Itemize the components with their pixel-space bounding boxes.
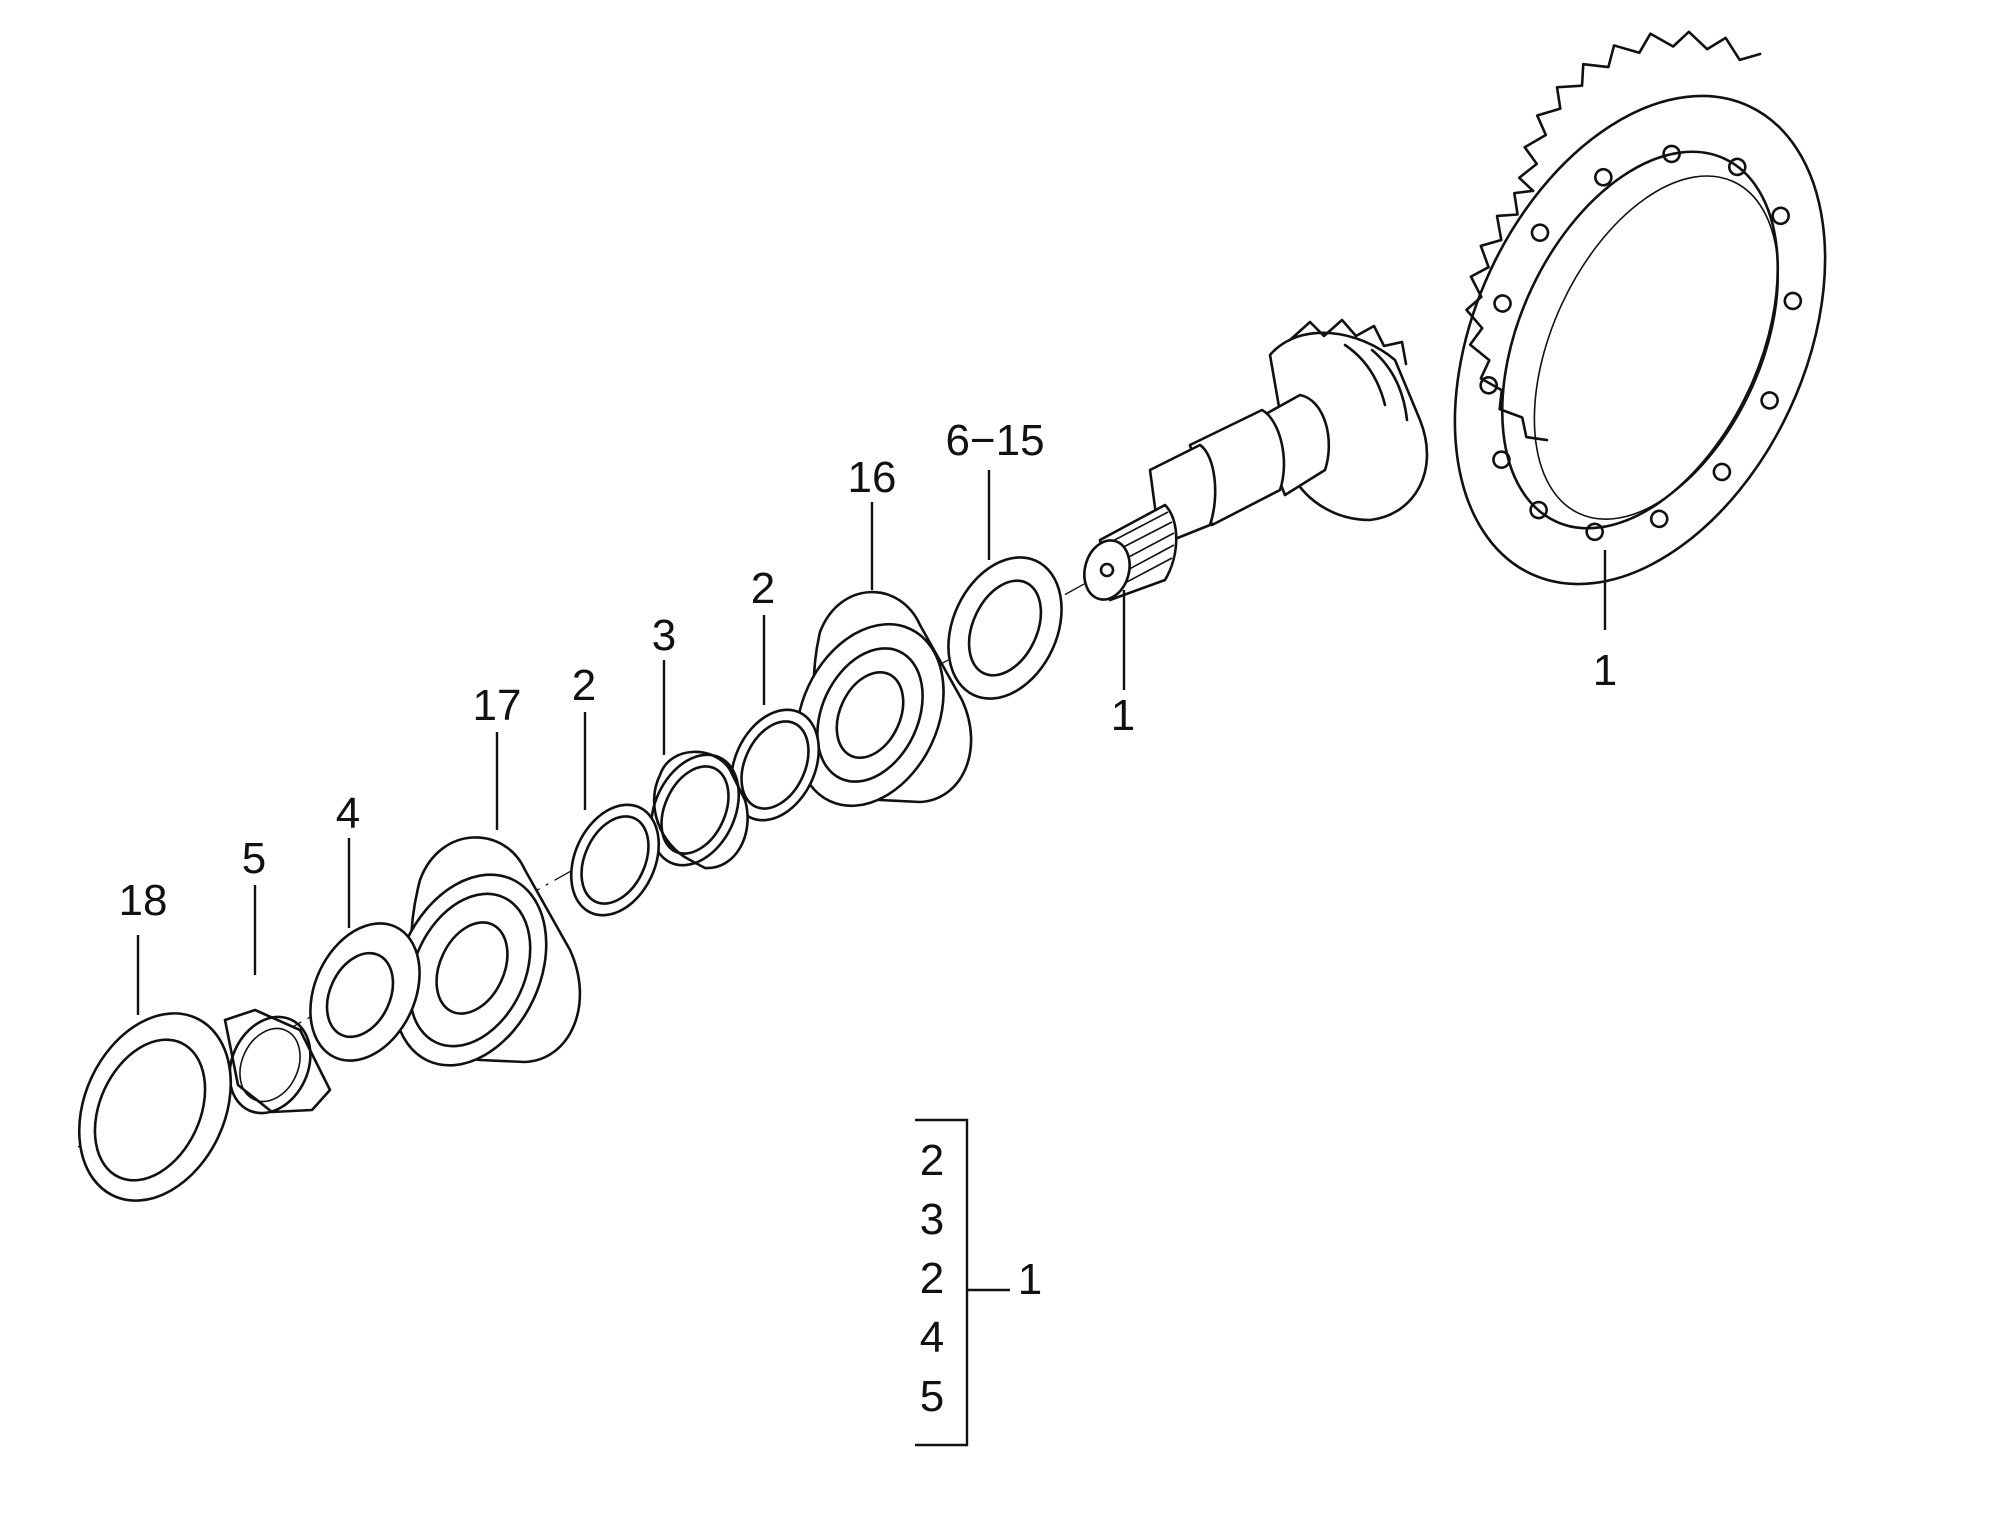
callout-18: 18: [119, 876, 168, 925]
callout-5: 5: [242, 834, 266, 883]
shim-pack: [947, 556, 1063, 700]
callout-2-right: 2: [751, 564, 775, 613]
callout-16: 16: [848, 453, 897, 502]
leader-lines: [136, 470, 1607, 1015]
crown-gear-bolt-holes: [1479, 144, 1803, 542]
seal-ring: [77, 1012, 233, 1202]
kit-item-4: 4: [920, 1313, 944, 1362]
spacer-ring-left: [569, 803, 661, 917]
callout-1-crown: 1: [1593, 646, 1617, 695]
pinion-shaft: [1083, 318, 1429, 602]
callout-2-left: 2: [572, 661, 596, 710]
kit-item-5: 5: [920, 1372, 944, 1421]
callout-3: 3: [652, 611, 676, 660]
kit-item-2: 3: [920, 1195, 944, 1244]
kit-item-1: 2: [920, 1136, 944, 1185]
lock-washer: [309, 922, 421, 1062]
spacer-ring-right: [729, 708, 821, 822]
callout-6-15: 6−15: [945, 416, 1044, 465]
crown-gear-teeth: [1465, 30, 1762, 442]
callout-4: 4: [336, 789, 360, 838]
callout-1-pinion: 1: [1111, 691, 1135, 740]
callout-labels: 18 5 4 17 2 3 2 16 6−15 1 1: [119, 416, 1618, 925]
kit-reference: 1: [1018, 1255, 1042, 1304]
callout-17: 17: [473, 681, 522, 730]
bearing-16: [795, 590, 973, 808]
spacer-3: [649, 750, 749, 870]
crown-gear: [1453, 30, 1827, 586]
slotted-nut: [223, 1008, 332, 1115]
bearing-17: [392, 836, 582, 1067]
kit-item-3: 2: [920, 1254, 944, 1303]
kit-legend: 2 3 2 4 5 1: [915, 1118, 1042, 1447]
